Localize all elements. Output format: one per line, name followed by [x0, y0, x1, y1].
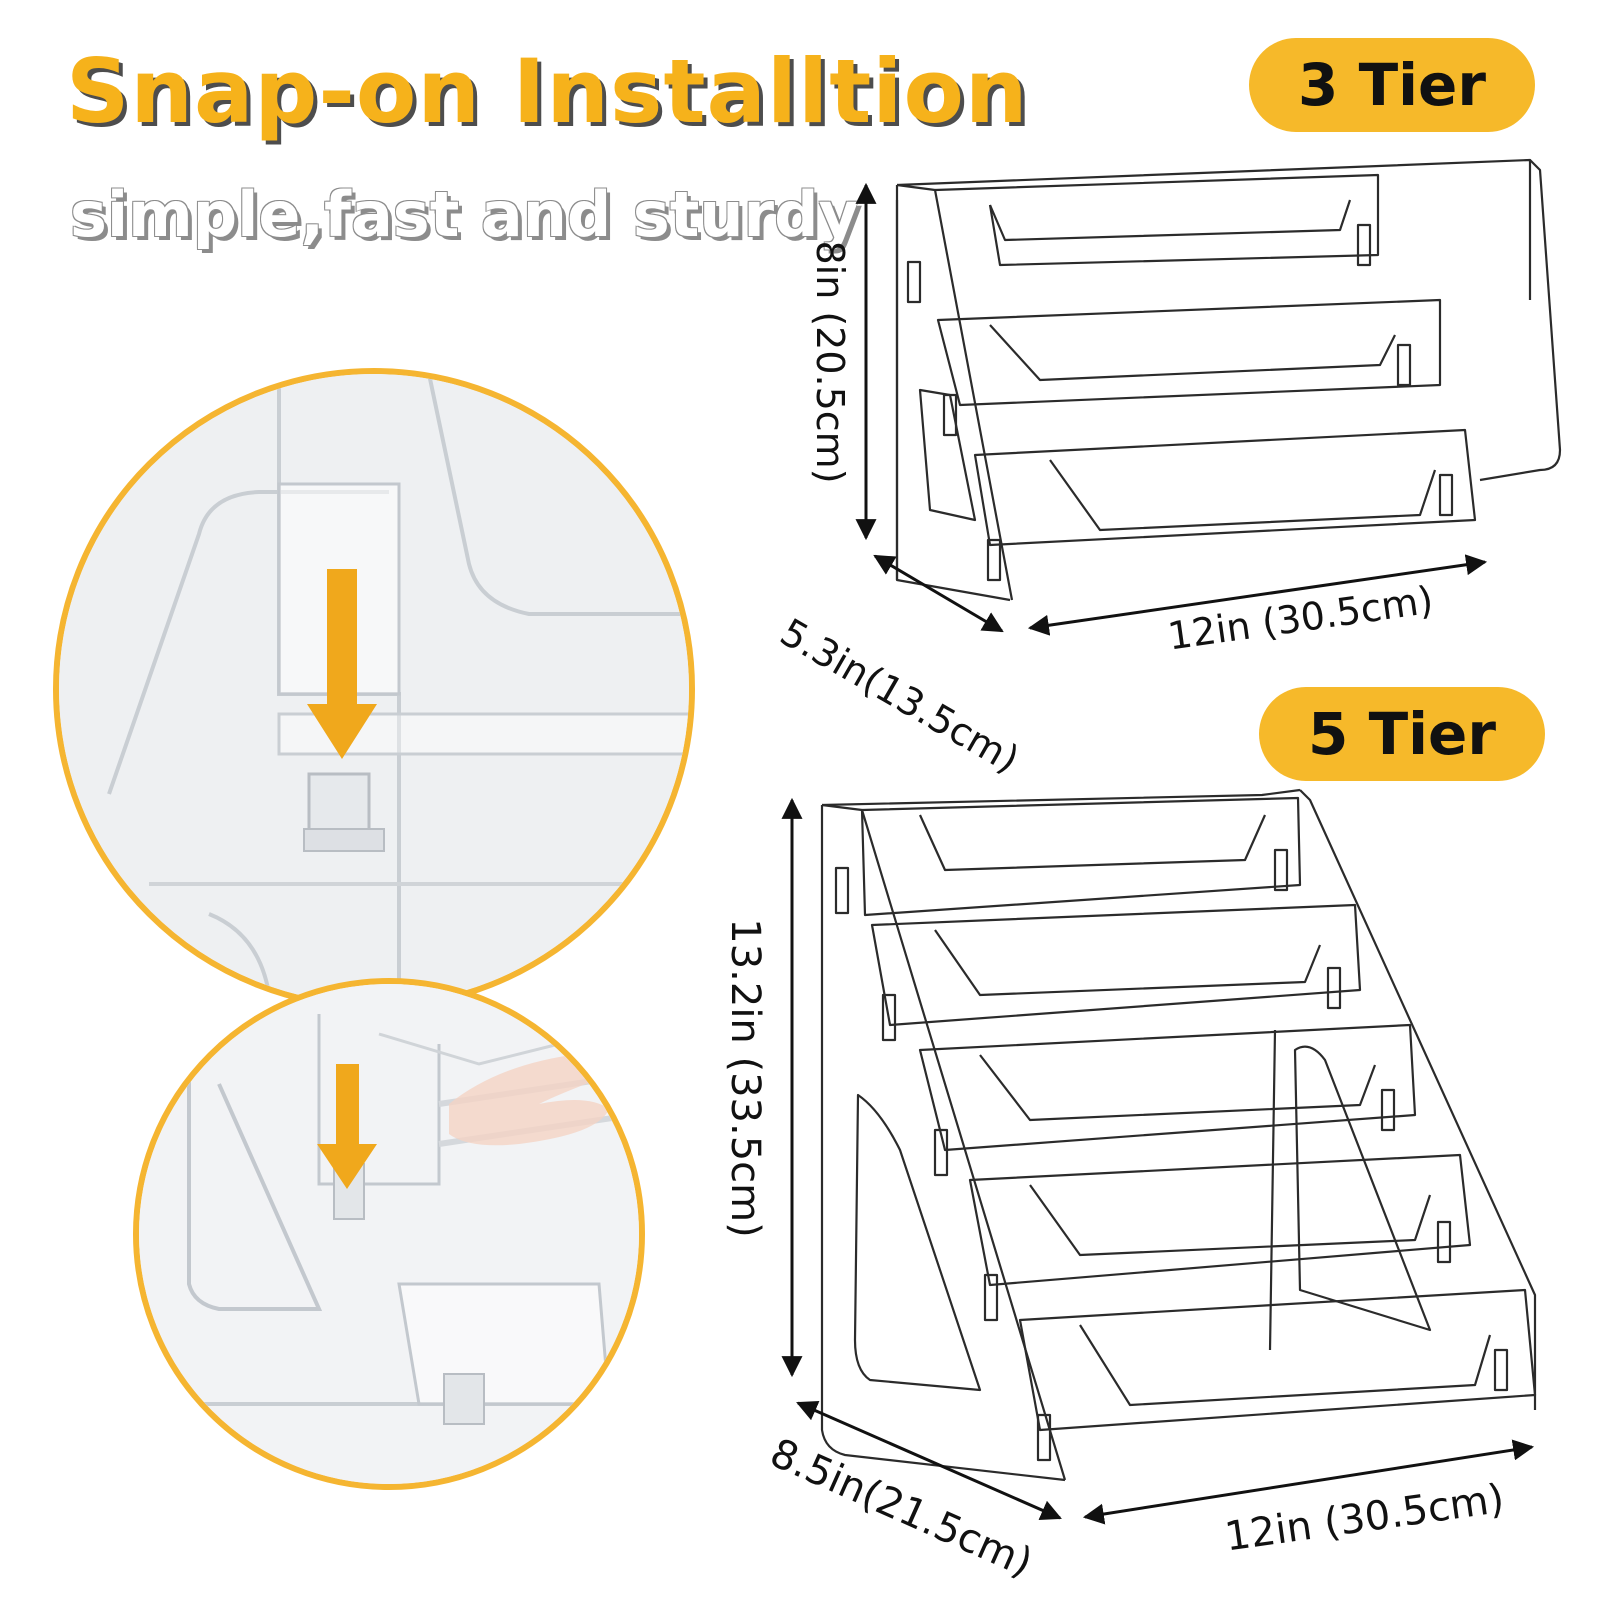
snap-detail-circle-bottom [133, 978, 645, 1490]
snap-detail-circle-top [53, 368, 695, 1010]
tier-3-badge: 3 Tier [1249, 38, 1535, 132]
subheadline: simple,fast and sturdy [70, 178, 859, 251]
tier-3-label: 3 Tier [1298, 51, 1486, 119]
tier-3-width-arrow [1027, 554, 1488, 636]
tier-5-height-label: 13.2in (33.5cm) [722, 918, 768, 1238]
snap-detail-illustration-bottom [139, 984, 639, 1484]
tier-3-height-label: 8in (20.5cm) [808, 240, 852, 484]
tier-5-width-arrow [1082, 1439, 1535, 1525]
tier-3-depth-arrow [873, 554, 1004, 633]
tier-5-badge: 5 Tier [1259, 687, 1545, 781]
tier-5-label: 5 Tier [1308, 700, 1496, 768]
snap-detail-illustration-top [59, 374, 689, 1004]
tier-5-depth-arrow [796, 1400, 1062, 1521]
headline: Snap-on Installtion [66, 40, 1029, 143]
